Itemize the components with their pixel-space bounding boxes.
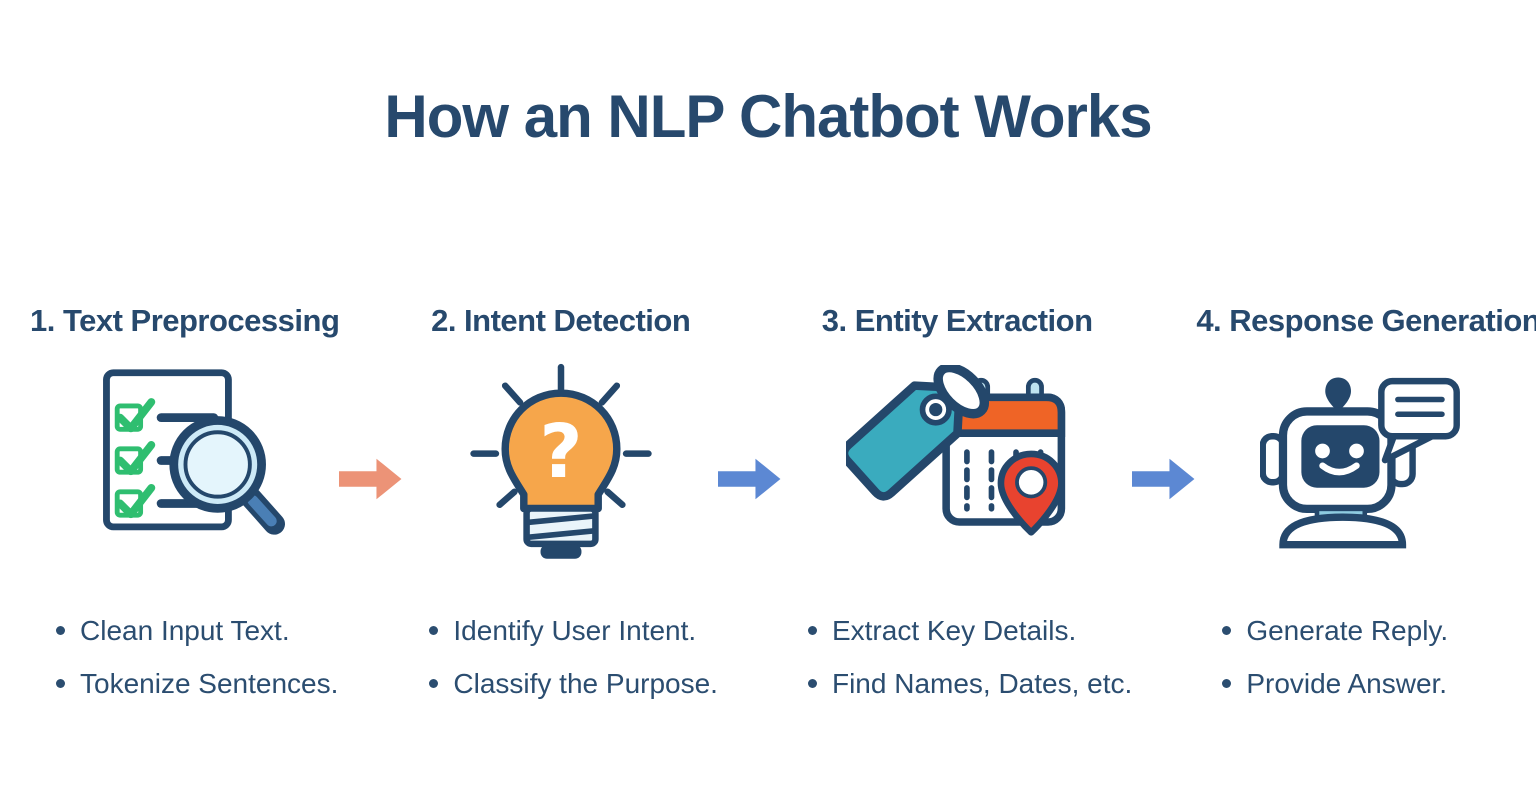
step-response-generation: 4. Response Generation [1196, 300, 1536, 720]
step-1-bullets: Clean Input Text. Tokenize Sentences. [30, 614, 339, 720]
arrow-right-icon [1132, 458, 1195, 500]
step-2-heading: 2. Intent Detection [431, 303, 691, 338]
bullet-dot [1222, 679, 1232, 688]
bullet-dot [429, 626, 439, 635]
bullet-dot [429, 679, 439, 688]
page-title: How an NLP Chatbot Works [384, 83, 1152, 150]
bullet-item: Generate Reply. [1222, 614, 1536, 647]
step-2-bullets: Identify User Intent. Classify the Purpo… [403, 614, 718, 720]
bullet-dot [807, 679, 817, 688]
bullet-item: Provide Answer. [1222, 667, 1536, 700]
checklist-magnifier-icon [102, 369, 285, 535]
bullet-item: Extract Key Details. [807, 614, 1132, 647]
steps-row: 1. Text Preprocessing [0, 300, 1536, 720]
bullet-item: Find Names, Dates, etc. [807, 667, 1132, 700]
step-4-bullets: Generate Reply. Provide Answer. [1196, 614, 1536, 720]
bullet-dot [807, 626, 817, 635]
bullet-item: Tokenize Sentences. [56, 667, 339, 700]
step-4-heading: 4. Response Generation [1196, 303, 1536, 338]
step-entity-extraction: 3. Entity Extraction [782, 300, 1132, 720]
step-intent-detection: 2. Intent Detection ? [403, 300, 718, 720]
step-3-bullets: Extract Key Details. Find Names, Dates, … [782, 614, 1132, 720]
svg-text:?: ? [539, 408, 582, 495]
lightbulb-question-icon: ? [469, 363, 652, 559]
bullet-dot [1222, 626, 1232, 635]
bullet-item: Clean Input Text. [56, 614, 339, 647]
bullet-dot [56, 679, 65, 688]
tag-calendar-pin-icon [846, 365, 1066, 536]
robot-speech-icon [1260, 377, 1461, 549]
bullet-dot [56, 626, 65, 635]
step-1-heading: 1. Text Preprocessing [30, 303, 340, 338]
step-3-heading: 3. Entity Extraction [821, 303, 1093, 338]
infographic-page: How an NLP Chatbot Works 1. Text Preproc… [0, 84, 1536, 786]
arrow-right-icon [339, 458, 402, 500]
arrow-right-icon [717, 458, 781, 500]
bullet-item: Classify the Purpose. [429, 667, 718, 700]
step-text-preprocessing: 1. Text Preprocessing [30, 300, 340, 720]
bullet-item: Identify User Intent. [429, 614, 718, 647]
